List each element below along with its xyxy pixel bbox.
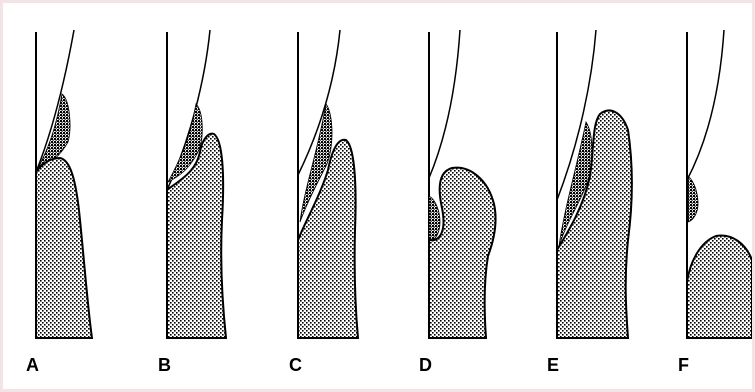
panel-f-dense-deposit	[688, 176, 698, 222]
panel-f-curve	[687, 30, 724, 180]
panel-e	[557, 30, 632, 338]
panel-f	[687, 30, 752, 338]
panel-label-f: F	[678, 355, 689, 375]
panel-label-e: E	[547, 355, 559, 375]
panel-d-stippled-body	[429, 168, 496, 338]
panel-label-b: B	[158, 355, 171, 375]
panel-d-curve	[429, 30, 460, 178]
panel-b-stippled-body	[167, 134, 226, 338]
panel-label-d: D	[419, 355, 432, 375]
panel-c-stippled-body	[298, 140, 358, 338]
panel-b	[167, 30, 226, 338]
panel-c	[298, 30, 358, 338]
panel-label-a: A	[26, 355, 39, 375]
panel-a-stippled-body	[36, 158, 92, 338]
panel-d-dense-deposit	[429, 196, 440, 242]
panel-f-stippled-body	[687, 236, 752, 338]
panel-d	[429, 30, 496, 338]
panel-label-c: C	[289, 355, 302, 375]
panel-a	[36, 30, 92, 338]
